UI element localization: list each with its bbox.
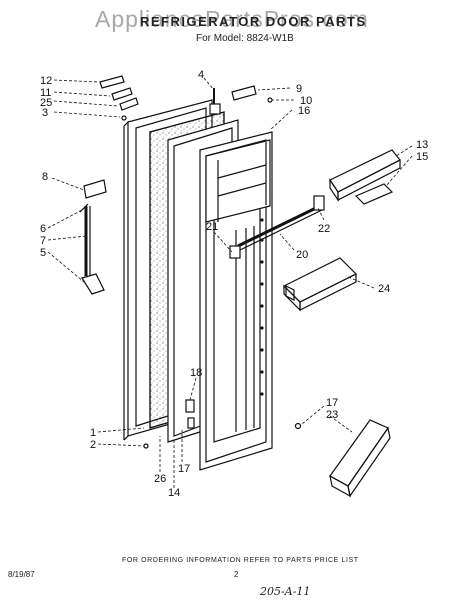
callout-8: 8 (42, 171, 48, 183)
callout-7: 7 (40, 235, 46, 247)
callout-3: 3 (42, 107, 48, 119)
watermark: AppliancePartsPros.com (95, 6, 369, 32)
callout-4: 4 (198, 69, 204, 81)
top-hinge (209, 85, 273, 115)
hinge-assembly (79, 179, 107, 295)
callout-16: 16 (298, 105, 310, 117)
callout-9: 9 (296, 83, 302, 95)
callout-25: 25 (40, 97, 52, 109)
leader-lines (47, 77, 413, 488)
callout-26: 26 (154, 473, 166, 485)
callout-24: 24 (378, 283, 390, 295)
callout-20: 20 (296, 249, 308, 261)
print-date: 8/19/87 (8, 570, 35, 579)
bar-bracket-left (229, 245, 241, 259)
callout-17b: 17 (326, 397, 338, 409)
trim-pieces (99, 75, 139, 121)
callout-1: 1 (90, 427, 96, 439)
diagram-title: REFRIGERATOR DOOR PARTS (140, 14, 367, 29)
handwritten-code: 205-A-11 (260, 585, 311, 598)
door-bin (329, 419, 391, 498)
callout-18: 18 (190, 367, 202, 379)
callout-labels: 12 11 25 3 4 9 10 16 13 15 8 6 7 5 21 22… (40, 69, 428, 499)
callout-21: 21 (206, 221, 218, 233)
callout-10: 10 (300, 95, 312, 107)
callout-13: 13 (416, 139, 428, 151)
callout-22: 22 (318, 223, 330, 235)
page-number: 2 (234, 570, 239, 579)
callout-6: 6 (40, 223, 46, 235)
liner-shelf-holes (260, 218, 264, 396)
callout-17a: 17 (178, 463, 190, 475)
callout-15: 15 (416, 151, 428, 163)
callout-14: 14 (168, 487, 180, 499)
callout-5: 5 (40, 247, 46, 259)
callout-23: 23 (326, 409, 338, 421)
callout-2: 2 (90, 439, 96, 451)
model-line: For Model: 8824-W1B (196, 33, 294, 44)
callout-12: 12 (40, 75, 52, 87)
ordering-note: FOR ORDERING INFORMATION REFER TO PARTS … (122, 557, 359, 564)
door-shelf (282, 257, 358, 312)
callout-11: 11 (40, 87, 51, 99)
inner-door-liner (199, 131, 273, 471)
door-shelf-bar (237, 204, 323, 251)
dairy-compartment (329, 149, 401, 205)
bar-bracket-right (313, 195, 325, 211)
